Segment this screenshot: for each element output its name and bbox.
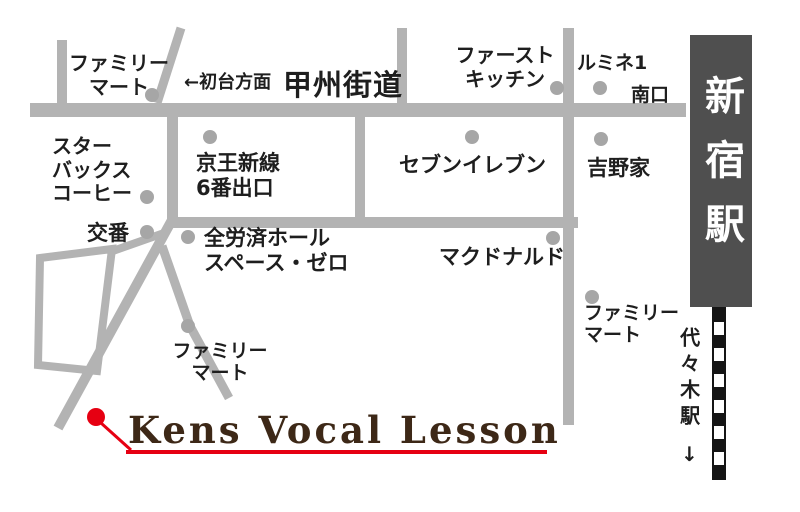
label-seven-eleven: セブンイレブン (399, 153, 546, 177)
shinjuku-station-block: 新宿駅 (690, 35, 752, 307)
road-diagonal-nw (152, 26, 186, 105)
marker-keio-exit (203, 130, 217, 144)
label-keio-new-line: 京王新線 6番出口 (196, 151, 280, 200)
road-vertical-west (167, 103, 178, 224)
label-familymart-east: ファミリー マート (584, 302, 680, 347)
kens-pointer-line (99, 421, 133, 452)
label-hatsudai-direction: ←初台方面 (184, 72, 272, 93)
marker-yoshinoya (594, 132, 608, 146)
railway-line-icon (712, 307, 726, 480)
marker-mcdonalds (546, 231, 560, 245)
label-zenrosai-hall: 全労済ホール スペース・ゼロ (204, 226, 349, 275)
road-block-outline-southwest (33, 244, 117, 376)
marker-familymart-northwest (145, 88, 159, 102)
marker-zenrosai-hall (181, 230, 195, 244)
title-underline (126, 450, 547, 454)
label-starbucks: スター バックス コーヒー (52, 134, 132, 206)
label-south-exit: 南口 (631, 84, 670, 106)
roads-straight (30, 28, 686, 425)
road-horizontal-second (167, 217, 578, 228)
label-familymart-southwest: ファミリー マート (172, 340, 268, 385)
kens-vocal-lesson-title: Kens Vocal Lesson (128, 408, 561, 452)
road-vertical-mid (355, 103, 365, 218)
label-lumine1: ルミネ1 (577, 52, 648, 74)
road-vertical-north-center (397, 28, 407, 104)
road-vertical-nw (57, 40, 67, 104)
marker-familymart-southwest (181, 319, 195, 333)
kens-location-marker (87, 408, 105, 426)
label-familymart-northwest: ファミリー マート (69, 51, 169, 99)
road-diagonal-southwest-main (53, 217, 177, 431)
marker-first-kitchen (550, 81, 564, 95)
label-first-kitchen: ファースト キッチン (455, 43, 555, 91)
label-mcdonalds: マクドナルド (439, 245, 565, 269)
marker-familymart-east (585, 290, 599, 304)
marker-lumine1 (593, 81, 607, 95)
yoyogi-down-arrow-icon: ↓ (681, 442, 698, 466)
yoyogi-station-label: 代々木駅 (676, 327, 701, 431)
label-koban: 交番 (87, 221, 129, 245)
shinjuku-station-label: 新宿駅 (698, 75, 744, 267)
marker-starbucks (140, 190, 154, 204)
marker-seven-eleven (465, 130, 479, 144)
label-koshu-kaido: 甲州街道 (283, 68, 404, 102)
label-yoshinoya: 吉野家 (587, 156, 650, 180)
marker-koban (140, 225, 154, 239)
road-connector-southwest (108, 229, 166, 256)
poi-markers (140, 81, 608, 333)
